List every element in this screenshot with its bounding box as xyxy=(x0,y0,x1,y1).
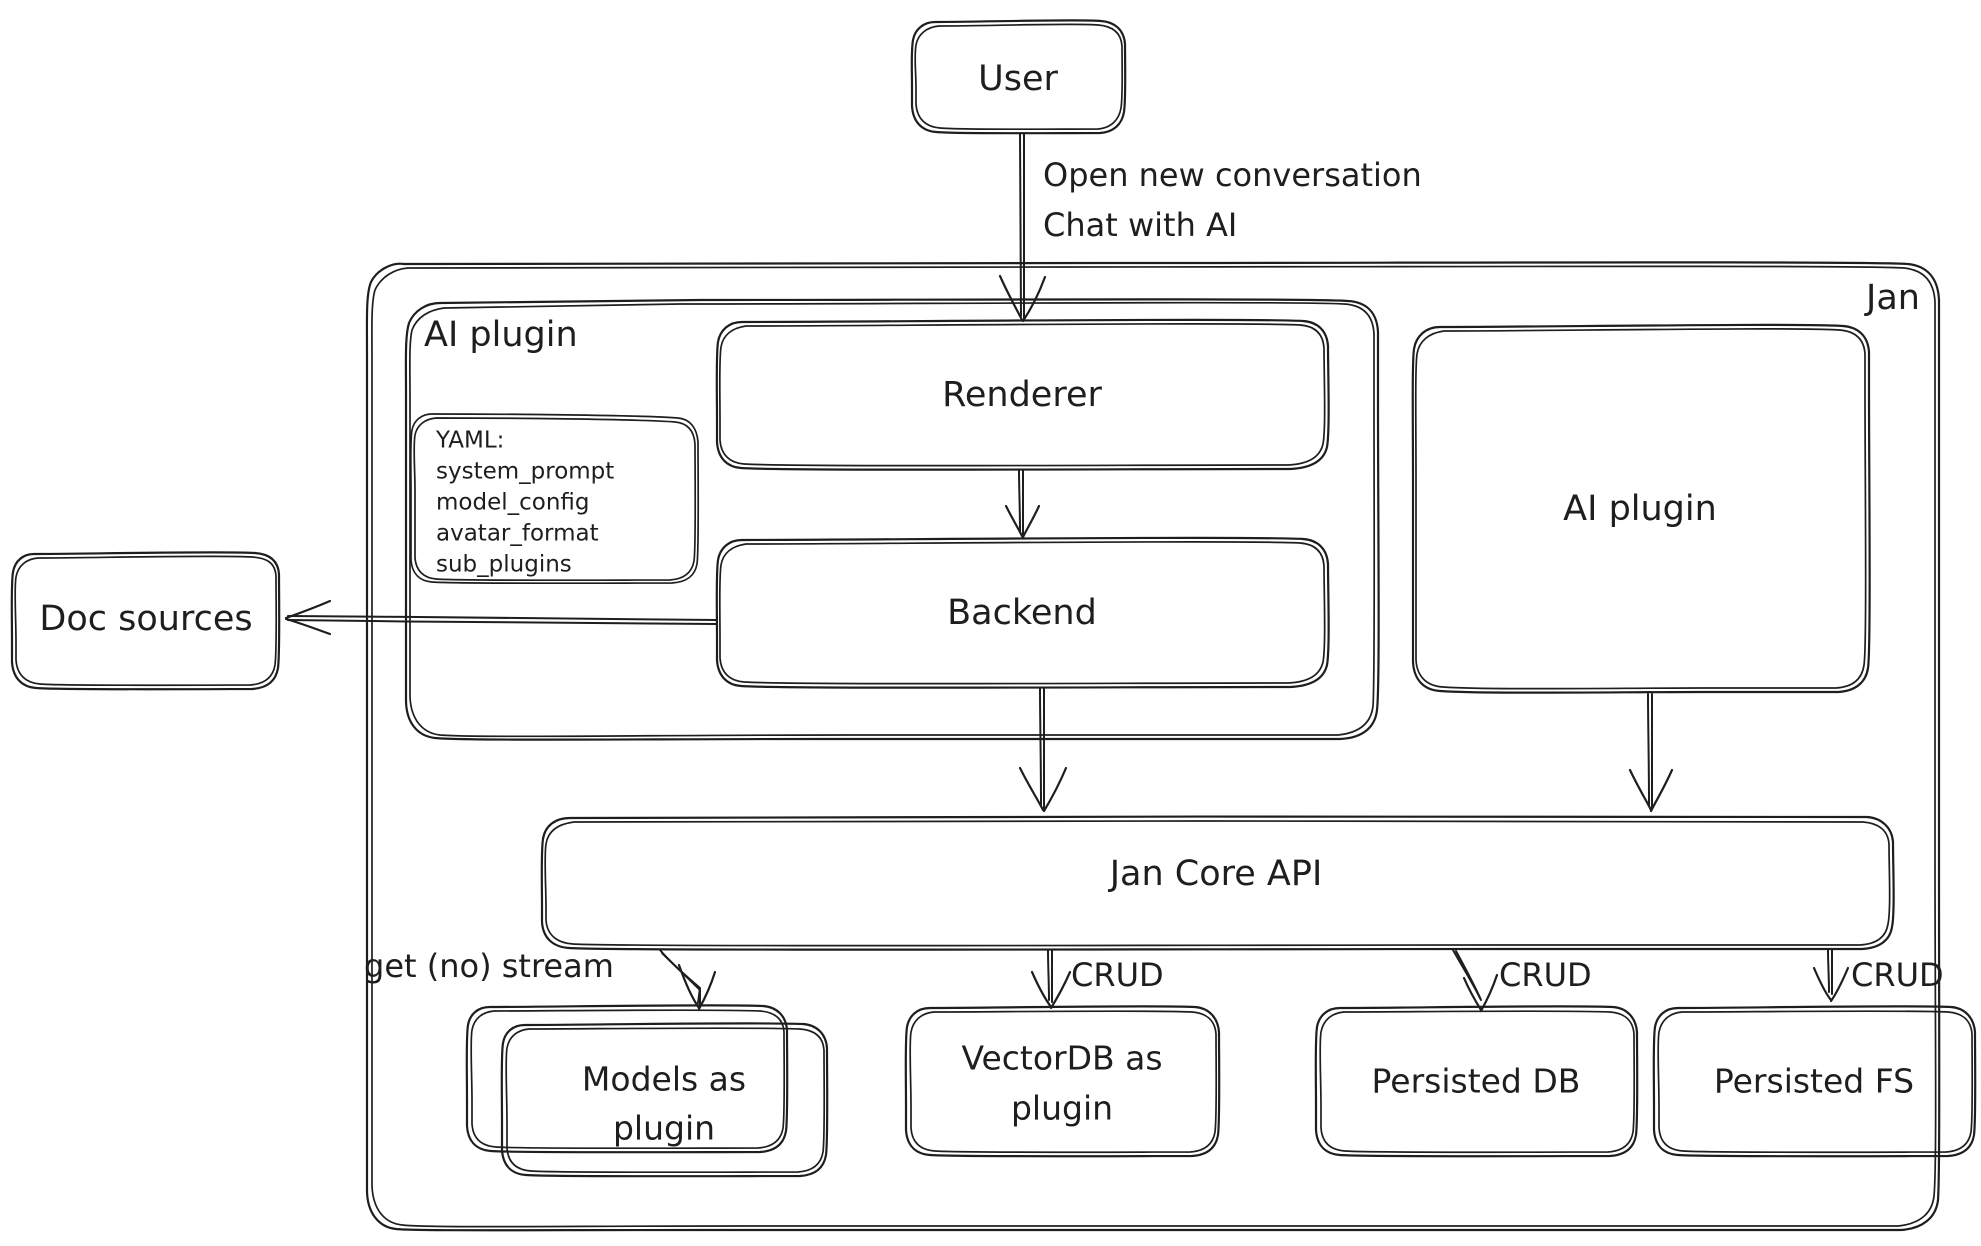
edge-label-crud-persisted-db: CRUD xyxy=(1499,956,1592,994)
group-label-jan: Jan xyxy=(1864,278,1920,318)
node-label-user: User xyxy=(978,59,1058,99)
node-label-persisted-fs: Persisted FS xyxy=(1714,1062,1914,1101)
edge-core-api-to-persisted-fs: CRUD xyxy=(1812,949,1944,1003)
edge-core-api-to-vectordb: CRUD xyxy=(1030,949,1164,1010)
yaml-key-system-prompt: system_prompt xyxy=(436,459,614,485)
edge-ai-plugin-to-core-api xyxy=(1628,693,1674,813)
node-label-backend: Backend xyxy=(947,593,1097,633)
node-label-vectordb-as-plugin-line2: plugin xyxy=(1011,1089,1113,1128)
node-backend[interactable]: Backend xyxy=(715,536,1330,689)
edge-label-crud-persisted-fs: CRUD xyxy=(1851,956,1944,994)
node-user[interactable]: User xyxy=(910,19,1127,135)
node-label-doc-sources: Doc sources xyxy=(39,599,252,639)
edge-core-api-to-persisted-db: CRUD xyxy=(1452,949,1592,1013)
group-jan: Jan xyxy=(365,261,1941,1232)
node-models-as-plugin[interactable]: Models as plugin xyxy=(465,1004,829,1178)
edge-label-crud-vectordb: CRUD xyxy=(1071,956,1164,994)
edge-label-get-no-stream: get (no) stream xyxy=(364,947,614,985)
group-label-ai-plugin: AI plugin xyxy=(424,315,578,355)
node-ai-plugin-right[interactable]: AI plugin xyxy=(1411,323,1871,694)
edge-label-user-renderer-line2: Chat with AI xyxy=(1043,206,1237,244)
node-renderer[interactable]: Renderer xyxy=(715,318,1330,471)
node-yaml-config-card[interactable]: YAML: system_prompt model_config avatar_… xyxy=(409,413,700,585)
group-ai-plugin: AI plugin xyxy=(404,298,1380,741)
yaml-key-model-config: model_config xyxy=(436,490,590,516)
yaml-heading: YAML: xyxy=(435,428,504,454)
node-label-models-as-plugin-line2: plugin xyxy=(613,1109,715,1148)
node-doc-sources[interactable]: Doc sources xyxy=(10,551,281,691)
yaml-key-sub-plugins: sub_plugins xyxy=(436,552,572,578)
node-vectordb-as-plugin[interactable]: VectorDB as plugin xyxy=(904,1005,1221,1158)
node-label-vectordb-as-plugin-line1: VectorDB as xyxy=(961,1039,1162,1078)
node-persisted-db[interactable]: Persisted DB xyxy=(1314,1005,1639,1158)
node-persisted-fs[interactable]: Persisted FS xyxy=(1652,1005,1977,1158)
node-label-renderer: Renderer xyxy=(942,375,1102,415)
edge-user-to-renderer: Open new conversation Chat with AI xyxy=(998,133,1422,323)
node-label-persisted-db: Persisted DB xyxy=(1372,1062,1581,1101)
edge-backend-to-doc-sources xyxy=(284,599,717,636)
node-label-jan-core-api: Jan Core API xyxy=(1108,854,1323,894)
node-label-models-as-plugin-line1: Models as xyxy=(582,1060,746,1099)
yaml-key-avatar-format: avatar_format xyxy=(436,521,599,547)
node-label-ai-plugin-right: AI plugin xyxy=(1563,489,1717,529)
edge-label-user-renderer-line1: Open new conversation xyxy=(1043,156,1422,194)
edge-renderer-to-backend xyxy=(1004,469,1041,539)
node-jan-core-api[interactable]: Jan Core API xyxy=(540,814,1895,951)
edge-core-api-to-models: get (no) stream xyxy=(364,947,717,1011)
edge-backend-to-core-api xyxy=(1018,687,1068,813)
